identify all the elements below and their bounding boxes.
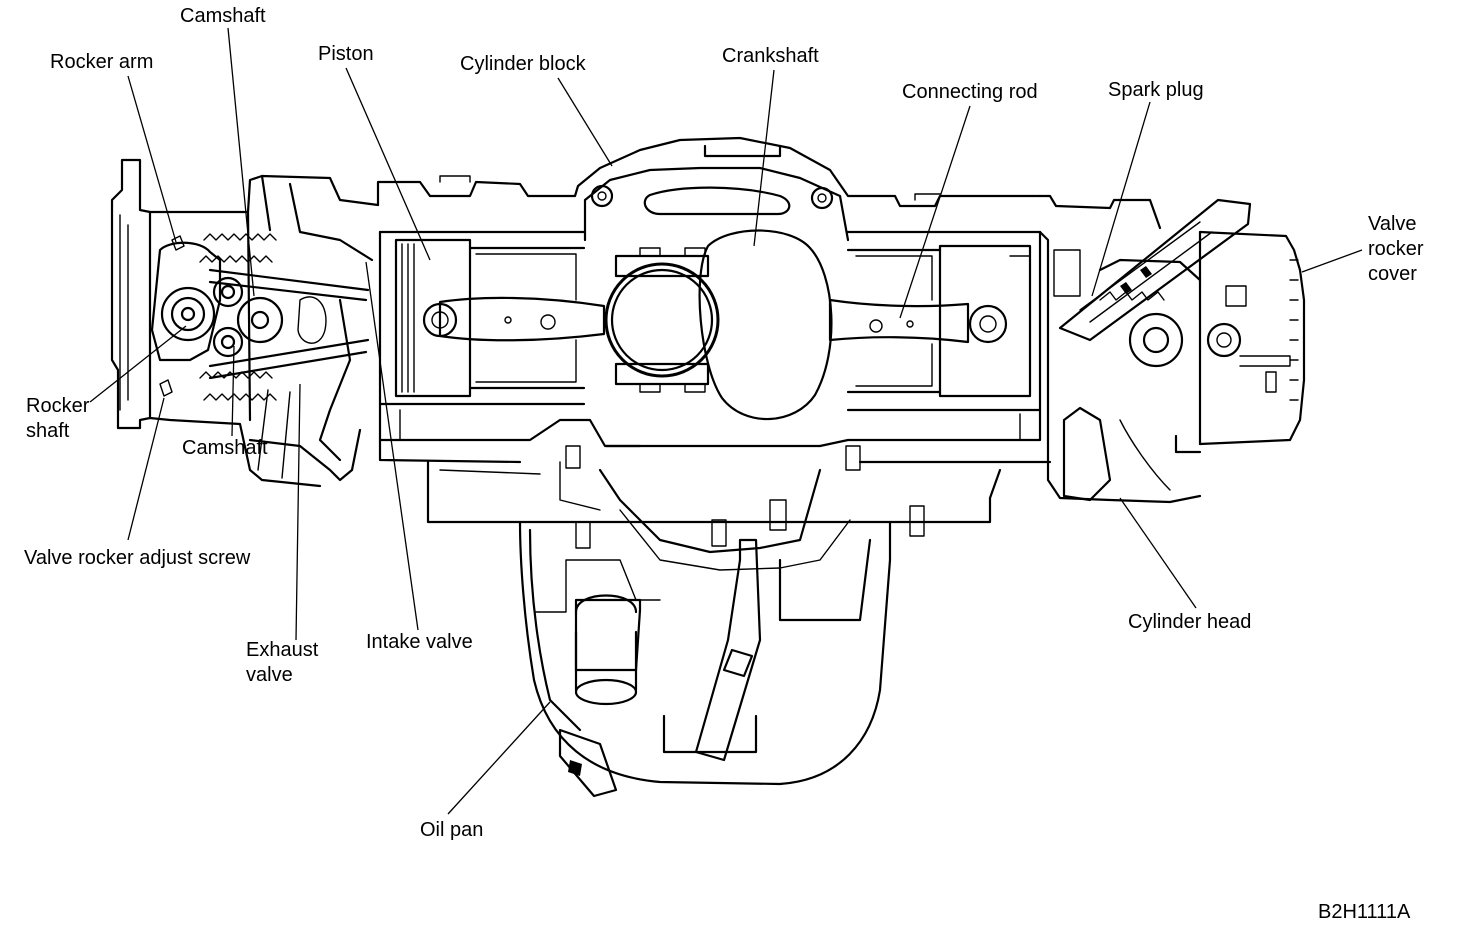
- label-cylinder-block: Cylinder block: [460, 53, 586, 75]
- label-piston: Piston: [318, 43, 374, 65]
- label-oil-pan: Oil pan: [420, 819, 484, 841]
- label-rocker-shaft: Rocker shaft: [26, 395, 90, 442]
- label-spark-plug: Spark plug: [1108, 79, 1204, 101]
- leader-lines: [89, 27, 1363, 815]
- label-valve-rocker-adjust-screw: Valve rocker adjust screw: [24, 547, 251, 569]
- label-crankshaft: Crankshaft: [722, 45, 819, 67]
- label-cylinder-head: Cylinder head: [1128, 611, 1252, 633]
- right-cylinder-head: [1038, 194, 1306, 504]
- oil-pan-assembly: [426, 444, 1002, 798]
- label-camshaft-bottom: Camshaft: [182, 437, 268, 459]
- figure-code: B2H1111A: [1318, 901, 1411, 923]
- spark-plug-drawing: [1058, 198, 1252, 342]
- label-valve-rocker-cover: Valve rocker cover: [1368, 213, 1424, 285]
- left-cylinder-head: [110, 158, 380, 488]
- label-rocker-arm: Rocker arm: [50, 51, 154, 73]
- label-exhaust-valve: Exhaust valve: [246, 639, 319, 686]
- label-connecting-rod: Connecting rod: [902, 81, 1038, 103]
- cylinder-block: [376, 136, 1052, 464]
- label-intake-valve: Intake valve: [366, 631, 473, 653]
- label-camshaft-top: Camshaft: [180, 5, 266, 27]
